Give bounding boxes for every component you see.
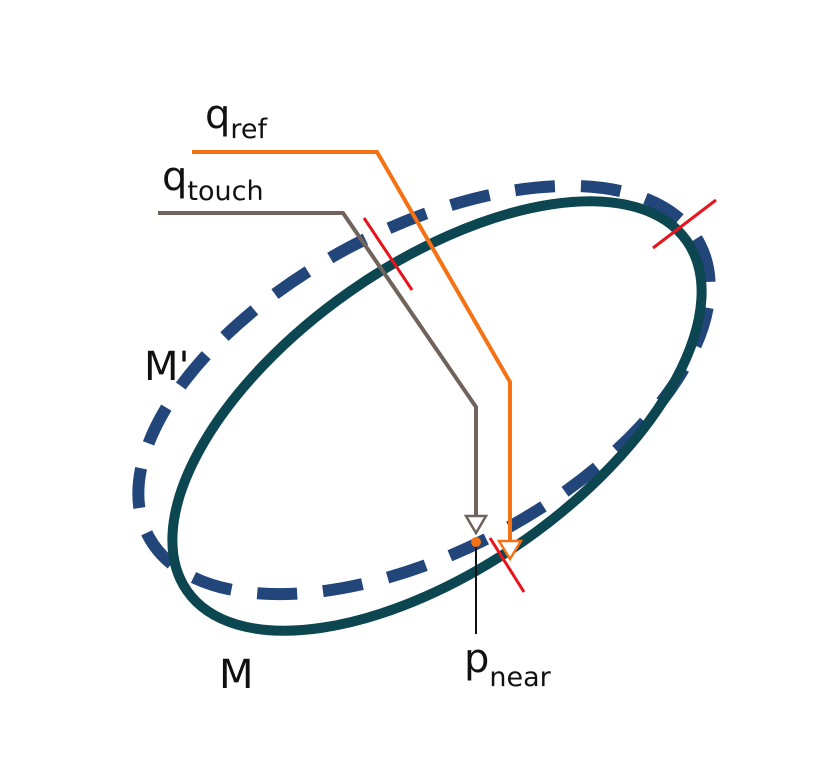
q-ref-arrowhead xyxy=(496,539,524,562)
q-ref-path xyxy=(192,150,512,541)
q-ref-ray xyxy=(192,150,524,562)
q-ref-label: qref xyxy=(205,92,269,145)
p-near-marker xyxy=(471,537,481,634)
q-touch-label: qtouch xyxy=(162,154,264,207)
intersection-mark-top-right xyxy=(652,198,717,250)
intersection-mark-bottom xyxy=(488,537,526,593)
intersection-mark-top-left xyxy=(362,217,414,291)
q-touch-label-main: q xyxy=(162,154,187,200)
p-near-point xyxy=(471,537,481,547)
intersection-marks xyxy=(362,198,717,593)
q-touch-label-sub: touch xyxy=(187,176,263,207)
surface-m-prime xyxy=(132,179,716,601)
surface-m xyxy=(167,196,707,636)
m-label: M xyxy=(219,652,254,698)
surface-m-prime-outline xyxy=(132,179,716,601)
p-near-label-sub: near xyxy=(489,662,551,693)
m-prime-label: M' xyxy=(144,344,190,390)
p-near-label-main: p xyxy=(464,636,489,682)
q-touch-arrowhead xyxy=(463,514,489,536)
q-ref-label-sub: ref xyxy=(230,114,268,145)
q-touch-path xyxy=(158,211,478,516)
surface-m-outline xyxy=(167,196,707,636)
q-touch-ray xyxy=(158,211,489,536)
p-near-label: pnear xyxy=(464,636,552,693)
q-ref-label-main: q xyxy=(205,92,230,138)
